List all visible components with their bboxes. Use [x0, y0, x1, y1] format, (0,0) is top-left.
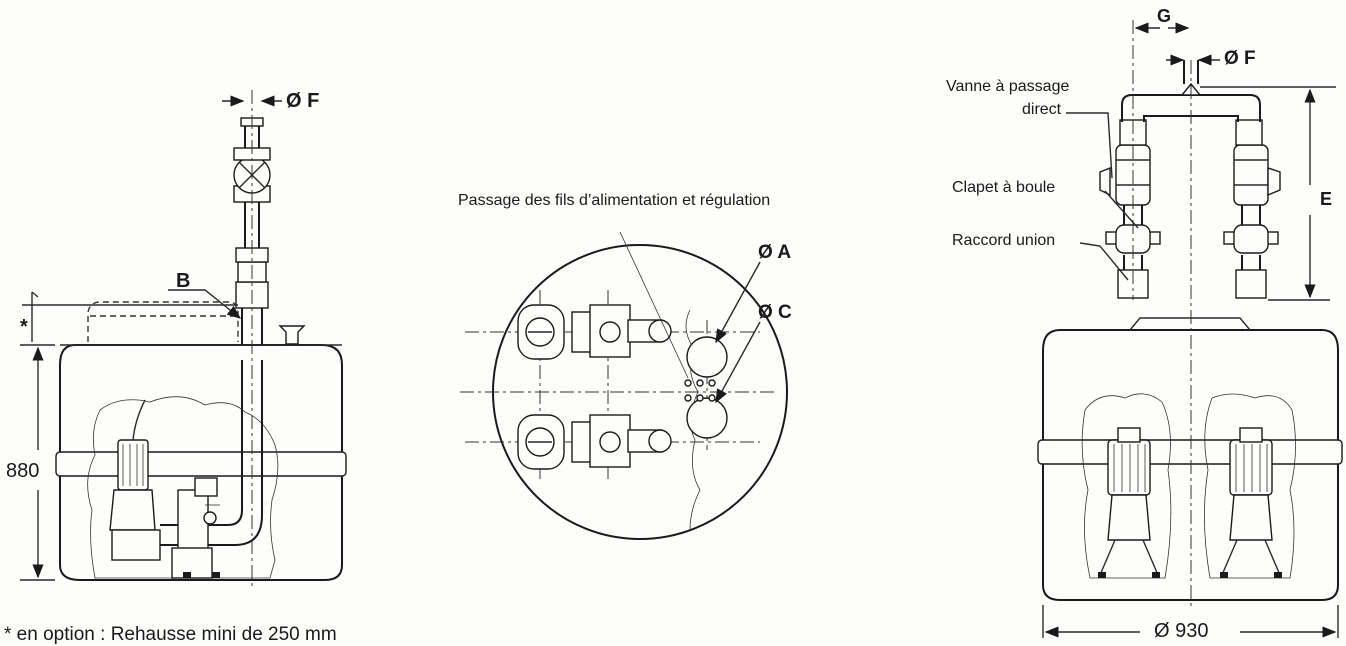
right-raccord-label: Raccord union [952, 232, 1056, 249]
center-diameter-c-label: Ø C [758, 302, 792, 323]
center-top-view [460, 231, 788, 540]
right-vanne-label-2: direct [1022, 101, 1062, 118]
right-g-label: G [1157, 6, 1172, 26]
right-front-view [1037, 20, 1343, 638]
left-tank-belt [55, 451, 347, 477]
center-diameter-a-label: Ø A [758, 242, 792, 263]
footnote: * en option : Rehausse mini de 250 mm [4, 624, 337, 645]
left-cutaway [87, 396, 279, 579]
right-clapet-label: Clapet à boule [952, 179, 1056, 196]
right-diameter-f-label: Ø F [1224, 48, 1256, 69]
left-optional-riser [87, 301, 239, 342]
center-title: Passage des fils d’alimentation et régul… [458, 192, 771, 209]
right-vanne-label-1: Vanne à passage [946, 78, 1070, 95]
right-tank-body [1042, 329, 1339, 601]
left-side-view [20, 90, 347, 590]
left-b-label: B [176, 270, 191, 292]
left-diameter-f-label: Ø F [286, 90, 320, 112]
right-diameter-930-label: Ø 930 [1150, 620, 1213, 643]
right-e-label: E [1320, 189, 1333, 209]
left-star-label: * [20, 316, 28, 338]
left-tank-body [59, 344, 343, 581]
left-height-label: 880 [6, 460, 40, 483]
